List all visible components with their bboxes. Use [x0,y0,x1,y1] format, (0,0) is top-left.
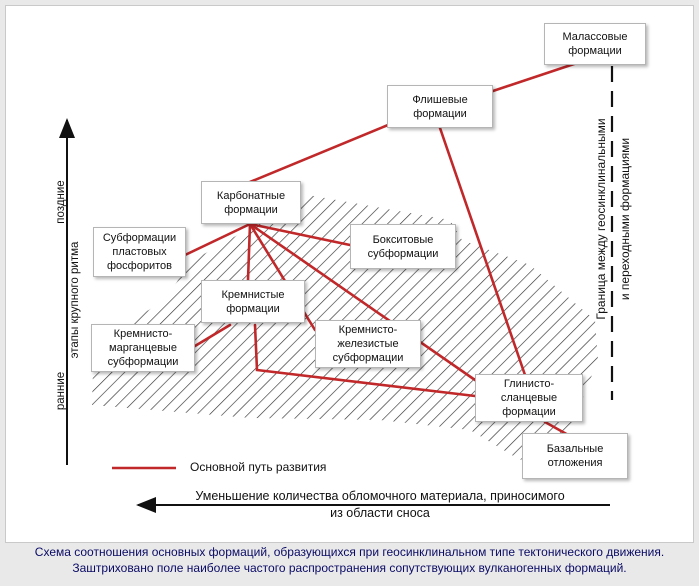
node-carbonate: Карбонатные формации [201,181,301,224]
legend-label: Основной путь развития [190,460,327,474]
path-carbonate-to-siliceous [246,222,252,282]
label-late: поздние [55,180,67,224]
figure-caption: Схема соотношения основных формаций, обр… [34,545,665,575]
label-boundary-line1: Граница между геосинклинальными [594,118,608,320]
path-flysch-to-molasse [488,60,582,94]
node-si-mn: Кремнисто- марганцевые субформации [91,324,195,372]
path-flysch-to-clay-shale [438,126,527,377]
path-siliceous-to-clay-shale [253,323,477,398]
node-si-fe: Кремнисто- железистые субформации [315,320,421,368]
path-carbonate-to-bauxite [248,222,352,247]
node-flysch: Флишевые формации [387,85,493,128]
label-early: ранние [55,371,67,411]
label-stages: этапы крупного ритма [69,241,81,359]
path-carbonate-to-phosphorite [183,222,252,257]
node-bauxite: Бокситовые субформации [350,224,456,269]
node-siliceous: Кремнистые формации [201,280,305,323]
node-basal: Базальные отложения [522,433,628,479]
path-siliceous-to-si-mn [193,323,232,348]
node-molasse: Малассовые формации [544,23,646,65]
bottom-axis-label: Уменьшение количества обломочного матери… [195,489,565,520]
node-phosphorite: Субформации пластовых фосфоритов [93,227,186,277]
path-carbonate-to-flysch [248,123,390,184]
node-clay-shale: Глинисто- сланцевые формации [475,374,583,422]
path-carbonate-to-clay-shale [248,222,477,382]
label-boundary-line2: и переходными формациями [618,137,632,301]
